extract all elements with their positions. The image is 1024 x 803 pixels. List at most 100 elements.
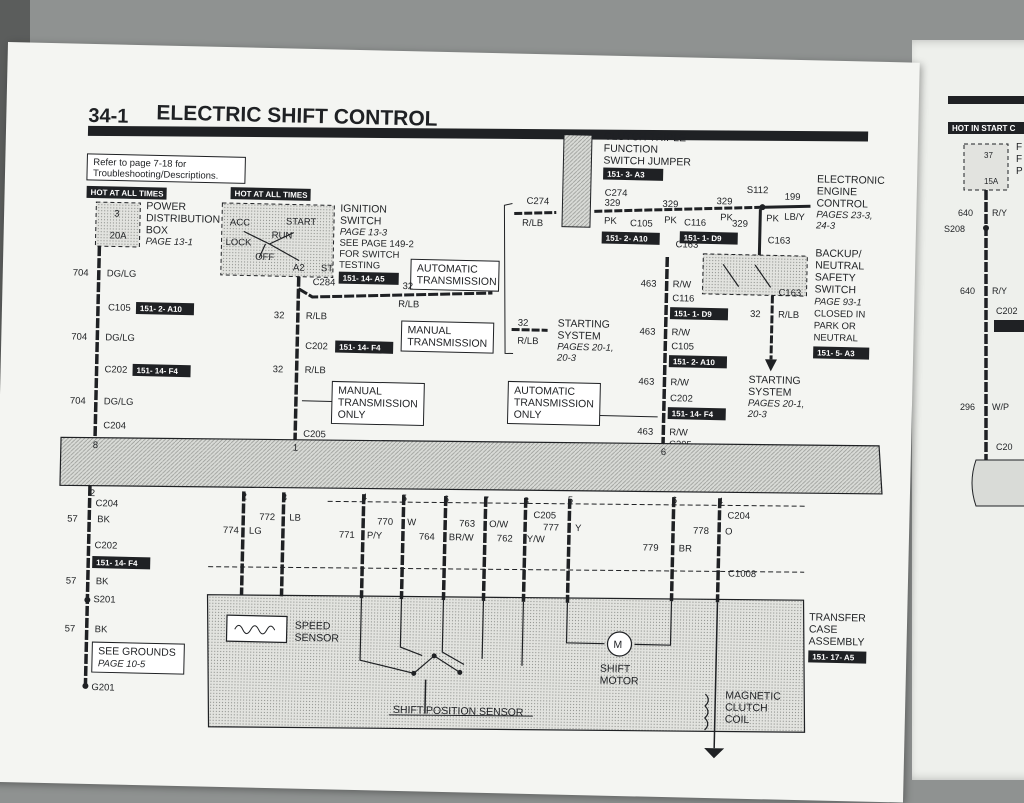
auto-only-2: TRANSMISSION: [514, 397, 594, 411]
speed-sensor-label-2: SENSOR: [294, 632, 339, 645]
right-letter-2: F: [1016, 154, 1022, 165]
wire-32-backup-num: 32: [750, 309, 761, 320]
wire-199-num: 199: [785, 192, 801, 203]
code-f4-ground: [92, 556, 151, 570]
right-connector-c20: C20: [996, 442, 1013, 452]
wire-329-color-2: PK: [664, 215, 678, 226]
c1008-dashed-line: [208, 566, 805, 573]
main-harness-bar: [59, 436, 883, 495]
shift-motor-label-1: SHIFT: [600, 663, 631, 676]
connector-c204-right: C204: [727, 510, 750, 522]
ign-label-2: SWITCH: [340, 215, 382, 228]
manual-only-box: [330, 380, 425, 427]
wire-762-color: Y/W: [527, 534, 545, 545]
speed-sensor-coil: [234, 624, 276, 635]
right-wire-296-num: 296: [960, 402, 975, 412]
auto-only-1: AUTOMATIC: [514, 385, 576, 398]
wire-32-horizontal: [297, 287, 493, 299]
starting1-label-1: STARTING: [558, 318, 610, 331]
manual-only-arrow: [301, 400, 332, 402]
backup-note-3: NEUTRAL: [813, 332, 858, 344]
wire-57-color-1: BK: [97, 514, 111, 525]
manual-page: 34-1 ELECTRIC SHIFT CONTROL Refer to pag…: [0, 42, 920, 803]
transfer-code-text: 151- 17- A5: [812, 652, 855, 662]
wire-704-num-2: 704: [71, 332, 87, 343]
wire-pk-s112: PK: [766, 213, 780, 224]
transfer-label-1: TRANSFER: [809, 611, 866, 624]
connector-c105-right: C105: [630, 218, 653, 230]
clutch-label-3: SWITCH JUMPER: [603, 155, 691, 169]
magnetic-label-2: CLUTCH: [725, 701, 768, 714]
bar-pin-bottom-6b: 6: [672, 495, 678, 506]
ign-see-2: FOR SWITCH: [339, 249, 400, 261]
wiring-diagram: 34-1 ELECTRIC SHIFT CONTROL Refer to pag…: [59, 101, 885, 759]
right-wire-640-num-1: 640: [958, 208, 973, 218]
backup-code-text: 151- 5- A3: [817, 348, 855, 358]
right-fuse-number: 37: [984, 151, 993, 160]
starting2-pages-1: PAGES 20-1,: [748, 398, 805, 410]
automatic-only-box: [506, 380, 601, 427]
splice-s201: S201: [93, 594, 115, 606]
pdb-fuse-rating: 20A: [110, 230, 128, 241]
ign-page-ref: PAGE 13-3: [340, 227, 388, 239]
code-f4-center: [335, 340, 394, 354]
title-rule: [87, 125, 869, 142]
hot-label-left: [86, 185, 167, 200]
connector-c105-463: C105: [671, 341, 694, 353]
code-f4-463-text: 151- 14- F4: [672, 409, 714, 419]
ign-code-text: 151- 14- A5: [343, 274, 386, 284]
transfer-case-wires: [239, 491, 722, 603]
right-fuse-rating: 15A: [984, 177, 999, 186]
pdb-label-3: BOX: [146, 224, 168, 237]
hot-label-center: [230, 187, 311, 201]
shift-motor-letter: M: [613, 639, 622, 651]
bar-pin-bottom-6: 6: [444, 494, 450, 505]
ign-lock-label: LOCK: [225, 237, 252, 249]
manual-only-2: TRANSMISSION: [338, 397, 418, 411]
wire-32-backup: [769, 295, 774, 360]
connector-c274-left: C274: [526, 196, 549, 208]
magnetic-label-3: COIL: [725, 713, 750, 726]
splice-s112-dot: [759, 204, 766, 211]
wire-778-num: 778: [693, 526, 709, 537]
wire-779-num: 779: [643, 543, 659, 554]
power-distribution-box: [94, 201, 141, 248]
wire-32-num-1: 32: [274, 310, 285, 321]
bar-pin-bottom-2a: 2: [90, 488, 96, 499]
backup-code-badge: [813, 346, 870, 360]
wire-774-color: LG: [249, 526, 262, 537]
wire-57-num-1: 57: [67, 513, 78, 524]
connector-c202-left: C202: [104, 364, 127, 376]
code-a10-463-text: 151- 2- A10: [673, 357, 716, 367]
shift-motor: [606, 631, 633, 657]
splice-s112: S112: [747, 185, 769, 196]
code-f4-463: [667, 407, 726, 421]
right-letter-1: F: [1016, 142, 1022, 153]
arrow-starting2: [764, 359, 777, 372]
contact-dot-2: [431, 653, 437, 659]
wire-57: [83, 485, 92, 684]
ign-see-3: TESTING: [339, 260, 380, 272]
automatic-transmission-box: [409, 258, 500, 292]
wire-32-vertical: [293, 276, 301, 441]
wire-772-color: LB: [289, 513, 301, 524]
wire-32-num-top: 32: [402, 281, 413, 292]
contact-dot-3: [457, 669, 463, 675]
wire-778-color: O: [725, 526, 733, 537]
magnetic-clutch-wire: [713, 602, 719, 749]
connector-c163-right: C163: [768, 235, 791, 247]
code-a10-top-text: 151- 2- A10: [606, 234, 649, 244]
wire-s112-down: [757, 209, 762, 260]
page-title: ELECTRIC SHIFT CONTROL: [156, 101, 438, 130]
wire-32-num-2: 32: [273, 364, 284, 375]
wire-57-color-2: BK: [96, 576, 110, 587]
magnetic-label-1: MAGNETIC: [725, 689, 781, 702]
wire-32-start-num: 32: [518, 318, 529, 329]
wire-199-color: LB/Y: [784, 212, 806, 223]
backup-page-ref: PAGE 93-1: [814, 296, 862, 308]
wire-32-starting: [511, 327, 548, 332]
wire-771-num: 771: [339, 530, 355, 541]
ign-off-label: OFF: [255, 252, 274, 263]
wire-57-color-3: BK: [95, 624, 109, 635]
wire-763-color: O/W: [489, 519, 508, 530]
